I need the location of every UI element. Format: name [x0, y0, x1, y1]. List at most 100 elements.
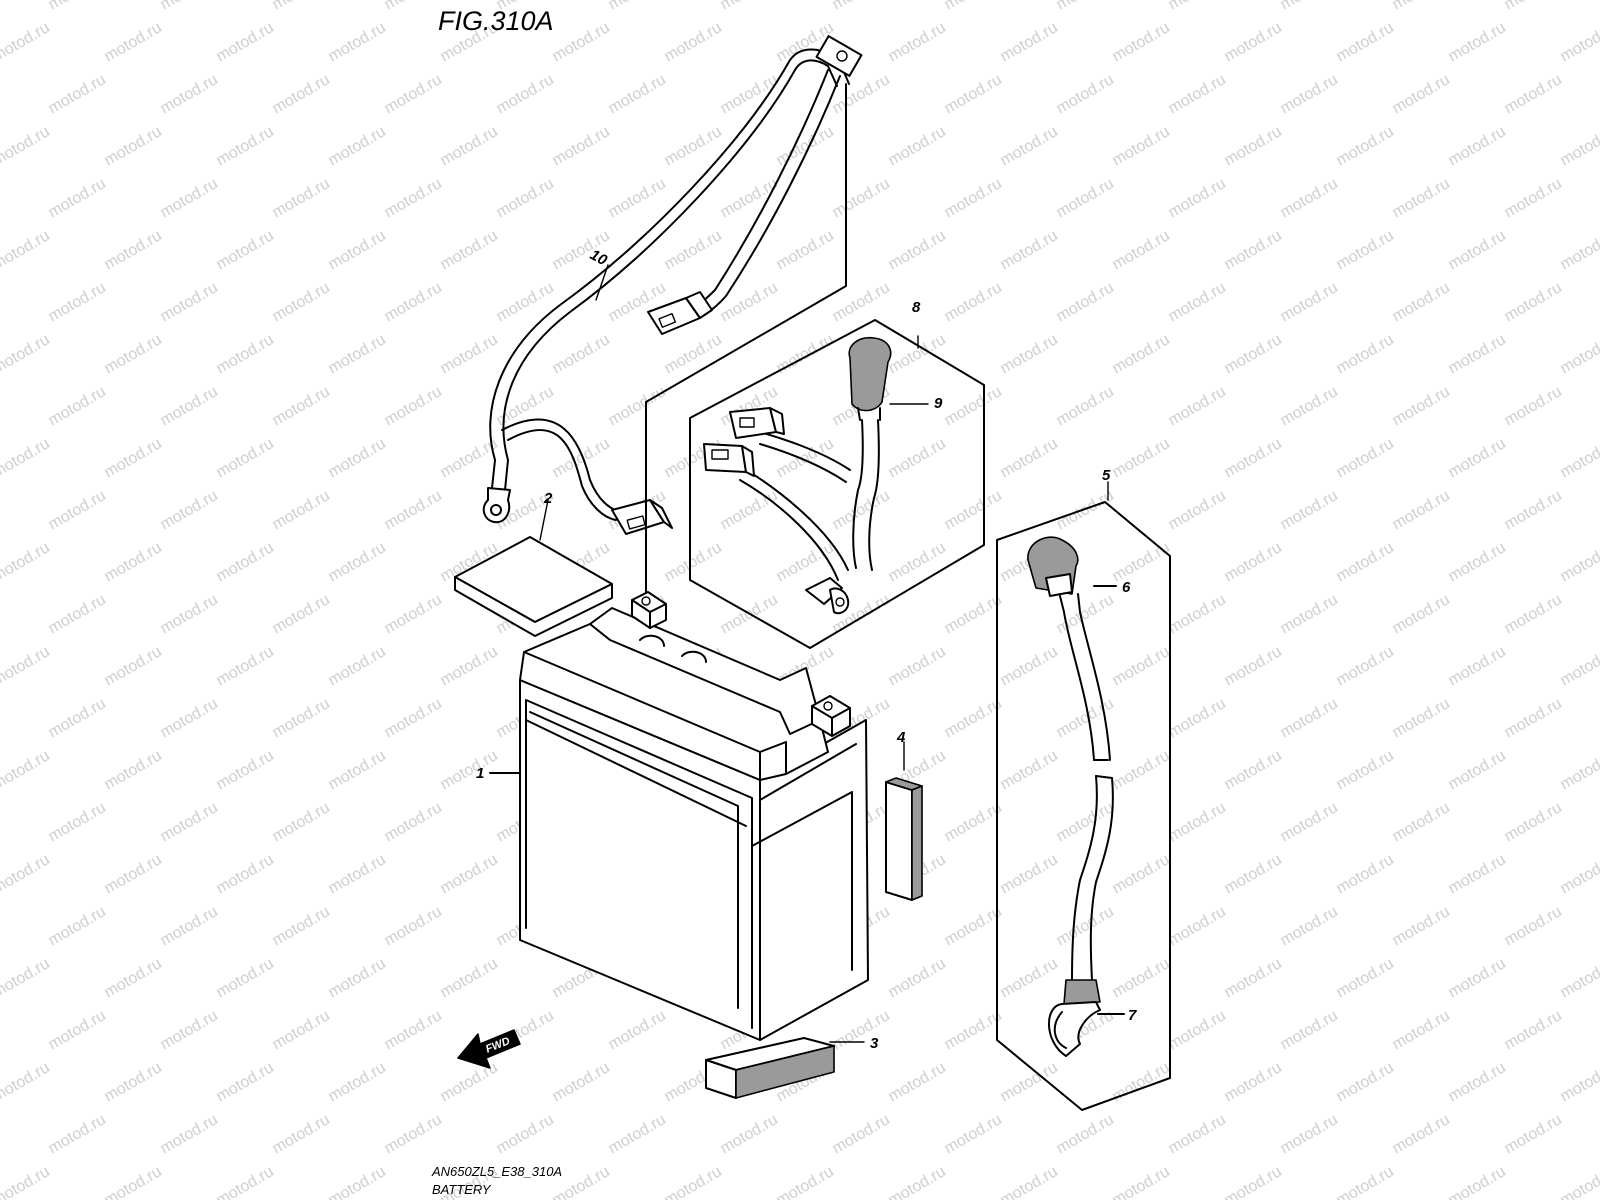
- watermark-text: motod.ru: [382, 799, 445, 845]
- watermark-text: motod.ru: [1278, 591, 1341, 637]
- watermark-text: motod.ru: [0, 955, 53, 1001]
- watermark-text: motod.ru: [1390, 903, 1453, 949]
- watermark-text: motod.ru: [1222, 1163, 1285, 1200]
- part-8-cable-set-box: [645, 83, 985, 649]
- watermark-text: motod.ru: [1390, 383, 1453, 429]
- watermark-text: motod.ru: [1054, 383, 1117, 429]
- watermark-text: motod.ru: [606, 383, 669, 429]
- watermark-text: motod.ru: [326, 227, 389, 273]
- watermark-text: motod.ru: [1166, 175, 1229, 221]
- coupler-upper: [647, 291, 713, 335]
- watermark-text: motod.ru: [1054, 0, 1117, 13]
- watermark-text: motod.ru: [830, 1007, 893, 1053]
- watermark-text: motod.ru: [1278, 695, 1341, 741]
- watermark-text: motod.ru: [774, 331, 837, 377]
- watermark-text: motod.ru: [830, 1111, 893, 1157]
- watermark-text: motod.ru: [270, 71, 333, 117]
- watermark-text: motod.ru: [1558, 747, 1600, 793]
- watermark-text: motod.ru: [1222, 1059, 1285, 1105]
- watermark-text: motod.ru: [438, 955, 501, 1001]
- watermark-text: motod.ru: [942, 1007, 1005, 1053]
- watermark-text: motod.ru: [1334, 435, 1397, 481]
- watermark-text: motod.ru: [1502, 383, 1565, 429]
- watermark-text: motod.ru: [158, 1007, 221, 1053]
- callout-3: 3: [870, 1035, 879, 1052]
- watermark-text: motod.ru: [46, 487, 109, 533]
- watermark-text: motod.ru: [1446, 539, 1509, 585]
- watermark-text: motod.ru: [46, 383, 109, 429]
- watermark-text: motod.ru: [102, 747, 165, 793]
- watermark-text: motod.ru: [550, 123, 613, 169]
- watermark-text: motod.ru: [1166, 487, 1229, 533]
- watermark-text: motod.ru: [774, 1163, 837, 1200]
- watermark-text: motod.ru: [886, 123, 949, 169]
- watermark-text: motod.ru: [942, 0, 1005, 13]
- callout-10: 10: [587, 246, 610, 269]
- watermark-text: motod.ru: [998, 851, 1061, 897]
- watermark-text: motod.ru: [1166, 903, 1229, 949]
- part-10-battery-harness: [482, 35, 863, 535]
- watermark-text: motod.ru: [1110, 123, 1173, 169]
- watermark-text: motod.ru: [1110, 643, 1173, 689]
- watermark-text: motod.ru: [1334, 123, 1397, 169]
- watermark-text: motod.ru: [942, 591, 1005, 637]
- callout-4: 4: [896, 729, 906, 746]
- watermark-text: motod.ru: [606, 0, 669, 13]
- watermark-text: motod.ru: [382, 1007, 445, 1053]
- watermark-text: motod.ru: [1222, 19, 1285, 65]
- watermark-text: motod.ru: [270, 383, 333, 429]
- watermark-text: motod.ru: [1278, 0, 1341, 13]
- watermark-text: motod.ru: [102, 331, 165, 377]
- watermark-text: motod.ru: [998, 123, 1061, 169]
- watermark-text: motod.ru: [1446, 435, 1509, 481]
- watermark-text: motod.ru: [1110, 747, 1173, 793]
- watermark-text: motod.ru: [102, 539, 165, 585]
- watermark-text: motod.ru: [942, 903, 1005, 949]
- watermark-text: motod.ru: [998, 1163, 1061, 1200]
- watermark-text: motod.ru: [1278, 279, 1341, 325]
- watermark-text: motod.ru: [1558, 227, 1600, 273]
- watermark-text: motod.ru: [382, 903, 445, 949]
- watermark-text: motod.ru: [1390, 591, 1453, 637]
- watermark-text: motod.ru: [438, 331, 501, 377]
- watermark-text: motod.ru: [886, 1059, 949, 1105]
- watermark-text: motod.ru: [0, 1059, 53, 1105]
- watermark-text: motod.ru: [326, 1163, 389, 1200]
- watermark-text: motod.ru: [1278, 175, 1341, 221]
- watermark-text: motod.ru: [1334, 539, 1397, 585]
- watermark-text: motod.ru: [1502, 591, 1565, 637]
- watermark-text: motod.ru: [1334, 747, 1397, 793]
- watermark-text: motod.ru: [1166, 695, 1229, 741]
- watermark-text: motod.ru: [606, 71, 669, 117]
- watermark-text: motod.ru: [46, 903, 109, 949]
- watermark-text: motod.ru: [886, 955, 949, 1001]
- watermark-text: motod.ru: [1558, 643, 1600, 689]
- watermark-text: motod.ru: [46, 175, 109, 221]
- watermark-text: motod.ru: [46, 591, 109, 637]
- watermark-text: motod.ru: [1446, 851, 1509, 897]
- watermark-text: motod.ru: [158, 175, 221, 221]
- watermark-text: motod.ru: [158, 71, 221, 117]
- watermark-text: motod.ru: [1222, 331, 1285, 377]
- watermark-text: motod.ru: [1166, 1111, 1229, 1157]
- figure-code: AN650ZL5_E38_310A: [431, 1164, 562, 1179]
- watermark-text: motod.ru: [158, 695, 221, 741]
- watermark-text: motod.ru: [998, 331, 1061, 377]
- watermark-text: motod.ru: [1334, 1059, 1397, 1105]
- watermark-text: motod.ru: [1558, 1059, 1600, 1105]
- part-1-battery: [489, 591, 869, 1041]
- watermark-text: motod.ru: [942, 1111, 1005, 1157]
- watermark-text: motod.ru: [382, 1111, 445, 1157]
- watermark-text: motod.ru: [1446, 955, 1509, 1001]
- watermark-text: motod.ru: [0, 123, 53, 169]
- watermark-text: motod.ru: [1446, 643, 1509, 689]
- watermark-text: motod.ru: [1390, 0, 1453, 13]
- watermark-text: motod.ru: [270, 279, 333, 325]
- watermark-text: motod.ru: [662, 331, 725, 377]
- watermark-text: motod.ru: [718, 279, 781, 325]
- watermark-text: motod.ru: [214, 123, 277, 169]
- watermark-text: motod.ru: [830, 487, 893, 533]
- watermark-text: motod.ru: [270, 591, 333, 637]
- watermark-text: motod.ru: [494, 175, 557, 221]
